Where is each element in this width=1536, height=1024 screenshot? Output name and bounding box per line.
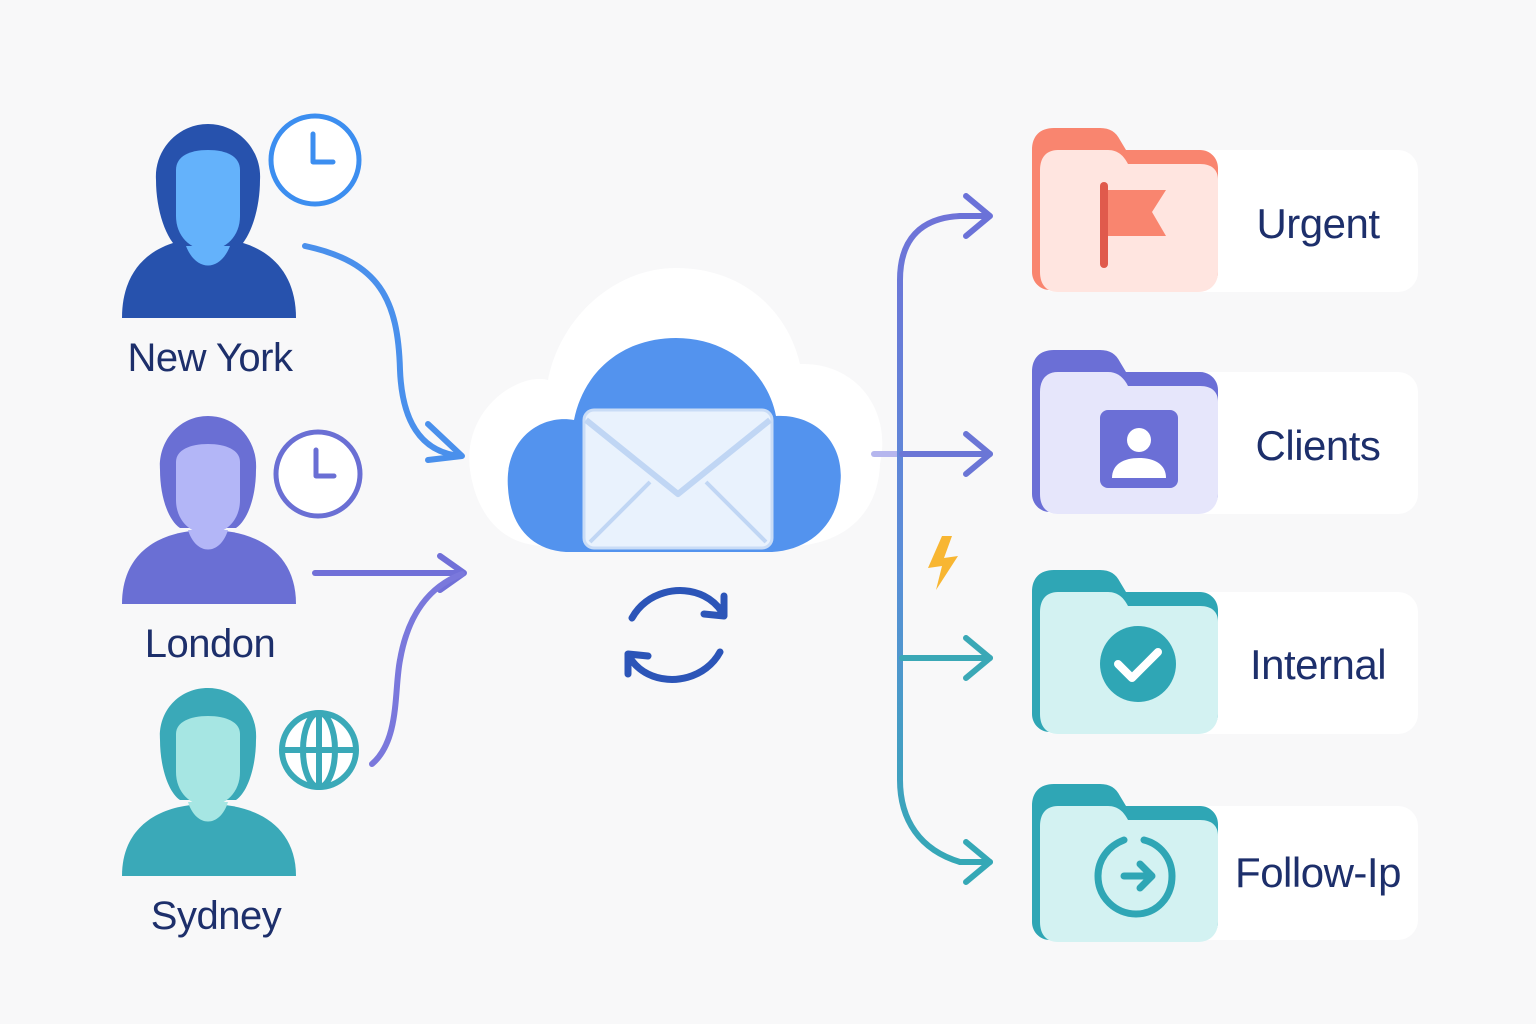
incoming-arrow-sydney xyxy=(369,571,465,767)
clock-icon xyxy=(268,113,362,207)
folder-internal[interactable] xyxy=(1032,570,1418,734)
outgoing-arrow-urgent xyxy=(957,193,993,239)
folder-label-clients: Clients xyxy=(1255,422,1381,469)
folder-label-internal: Internal xyxy=(1249,641,1387,688)
sender-label-new-york: New York xyxy=(127,336,293,380)
sender-label-london: London xyxy=(144,622,276,666)
cloud-mail-icon xyxy=(469,268,883,552)
person-icon xyxy=(122,416,296,604)
folder-follow-up[interactable] xyxy=(1032,784,1418,942)
folder-label-urgent: Urgent xyxy=(1256,200,1380,247)
check-circle-icon xyxy=(1100,626,1176,702)
outgoing-arrow-clients xyxy=(899,431,993,477)
sync-icon xyxy=(624,587,728,683)
sender-new-york xyxy=(122,113,362,318)
incoming-arrow-new-york xyxy=(302,243,465,463)
folder-label-follow-up: Follow-Ip xyxy=(1235,849,1401,896)
routing-trunk xyxy=(871,213,963,865)
sender-sydney xyxy=(122,688,359,876)
folder-clients[interactable] xyxy=(1032,350,1418,514)
lightning-icon xyxy=(928,536,958,590)
person-icon xyxy=(122,124,296,318)
contact-icon xyxy=(1100,410,1178,488)
follow-up-icon xyxy=(1094,836,1176,918)
outgoing-arrow-internal xyxy=(899,635,993,681)
outgoing-arrow-follow-up xyxy=(957,839,993,885)
globe-icon xyxy=(279,710,359,790)
sender-label-sydney: Sydney xyxy=(150,894,282,938)
person-icon xyxy=(122,688,296,876)
folder-urgent[interactable] xyxy=(1032,128,1418,292)
clock-icon xyxy=(273,429,363,519)
flag-icon xyxy=(1100,182,1166,268)
sender-london xyxy=(122,416,363,604)
